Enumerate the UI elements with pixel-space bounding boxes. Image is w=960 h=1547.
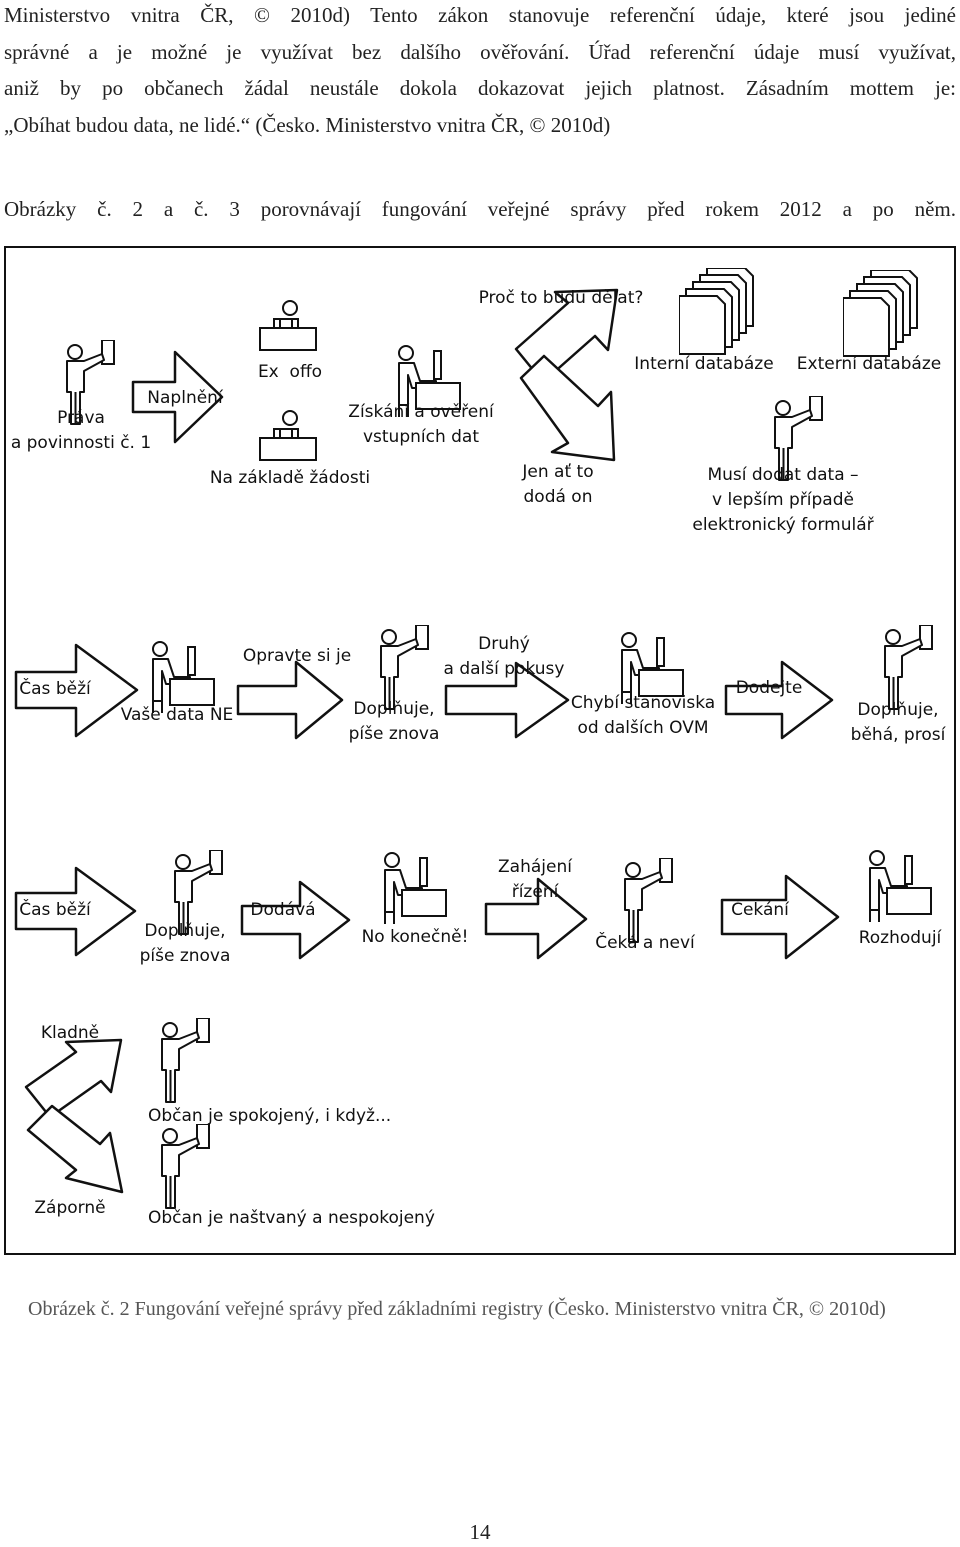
paragraph-line: správné a je možné je využívat bez další… [4, 39, 956, 64]
label-externi: Externí databáze [796, 354, 942, 374]
documents-stack-icon [843, 270, 918, 357]
label-na-zaklade: Na základě žádosti [209, 468, 371, 488]
label-proc: Proč to budu dělat? [478, 288, 644, 308]
person-at-desk-icon [259, 300, 317, 351]
arrow-up-right [24, 1038, 123, 1119]
figure-frame [4, 246, 956, 1255]
paragraph-line: Ministerstvo vnitra ČR, © 2010d) Tento z… [4, 3, 956, 27]
label-interni: Interní databáze [634, 354, 774, 374]
label-musi: Musí dodat data – v lepším případě elekt… [692, 465, 874, 535]
arrow-right [236, 660, 344, 740]
arrow-right [14, 643, 139, 738]
arrow-down-right [519, 354, 616, 462]
label-jen-at: Jen ať to dodá on [522, 462, 594, 507]
paragraph-line: aniž by po občanech žádal neustále dokol… [4, 76, 956, 100]
arrow-down-right [26, 1104, 124, 1194]
arrow-right [720, 874, 840, 960]
label-vase-data: Vaše data NE [120, 705, 234, 725]
label-cas-bezi: Čas běží [19, 679, 91, 699]
label-nastvany: Občan je naštvaný a nespokojený [148, 1208, 435, 1228]
arrow-right [484, 877, 588, 960]
label-doplnuje: Doplňuje, píše znova [139, 921, 231, 966]
label-no-konecne: No konečně! [361, 927, 469, 947]
label-dodejte: Dodejte [735, 678, 803, 698]
arrow-right [14, 866, 137, 957]
label-chybi: Chybí stanoviska od dalších OVM [570, 693, 716, 738]
figure-caption: Obrázek č. 2 Fungování veřejné správy př… [28, 1298, 886, 1320]
documents-stack-icon [679, 268, 754, 355]
arrow-right [131, 350, 224, 444]
worker-at-computer-icon [384, 852, 447, 925]
worker-at-computer-icon [869, 850, 932, 923]
person-pointing-icon [161, 1018, 210, 1103]
label-dodava: Dodává [250, 900, 316, 920]
page-number: 14 [469, 1520, 491, 1544]
person-pointing-icon [161, 1124, 210, 1209]
label-cas-bezi: Čas běží [19, 900, 91, 920]
label-prava: Práva a povinnosti č. 1 [10, 408, 152, 453]
label-doplnuje: Doplňuje, píše znova [348, 699, 440, 744]
label-cekani: Čekání [731, 900, 789, 920]
label-spokojeny: Občan je spokojený, i když... [148, 1106, 392, 1126]
intro-sentence: Obrázky č. 2 a č. 3 porovnávají fungován… [4, 197, 956, 221]
label-ziskani: Získání a ověření vstupních dat [348, 402, 494, 447]
label-druhy: Druhý a další pokusy [443, 634, 565, 679]
paragraph-line: „Obíhat budou data, ne lidé.“ (Česko. Mi… [4, 112, 611, 137]
person-at-desk-icon [259, 410, 317, 461]
label-zahajeni: Zahájení řízení [498, 857, 572, 902]
arrow-right [724, 660, 834, 740]
label-naplneni: Naplnění [147, 388, 223, 408]
label-doplnuje-beha: Doplňuje, běhá, prosí [850, 700, 946, 745]
label-ex-offo: Ex offo [257, 362, 323, 382]
label-rozhoduji: Rozhodují [858, 928, 942, 948]
body-paragraph: Ministerstvo vnitra ČR, © 2010d) Tento z… [4, 0, 956, 143]
label-zaporne: Záporně [34, 1198, 106, 1218]
label-opravte: Opravte si je [242, 646, 352, 666]
diagram-arrows [14, 288, 840, 1194]
arrow-right [240, 880, 351, 960]
label-ceka: Čeká a neví [595, 933, 695, 953]
arrow-right [444, 661, 570, 739]
label-kladne: Kladně [40, 1023, 100, 1043]
